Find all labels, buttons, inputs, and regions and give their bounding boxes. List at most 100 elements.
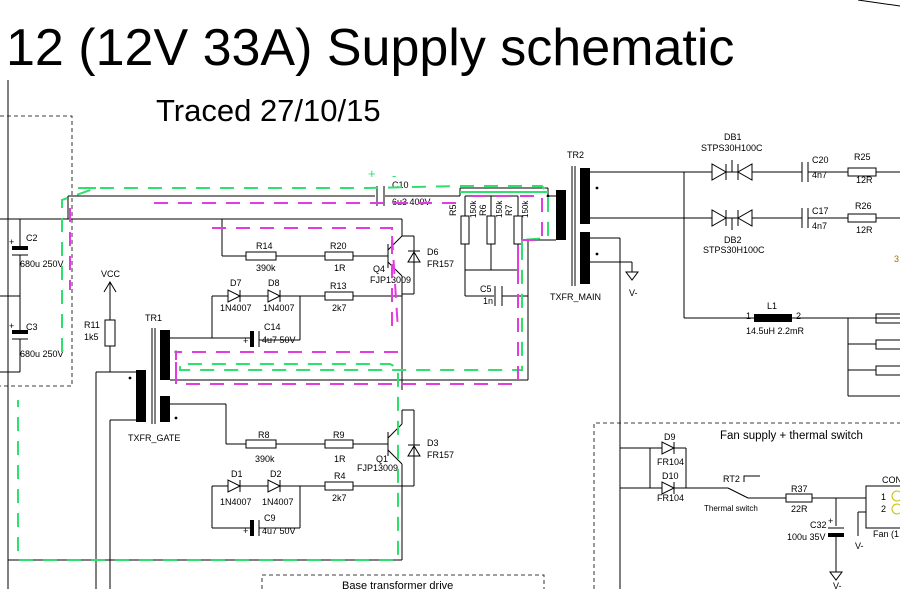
output-resistor-3 (875, 365, 900, 376)
connector-label: CON (882, 475, 900, 485)
capacitor-c14: + C14 4u7 50V (243, 322, 296, 347)
r11-value: 1k5 (84, 332, 99, 342)
transistor-q4: Q4 FJP13009 (370, 235, 411, 285)
thermal-switch-rt2: RT2 Thermal switch (704, 474, 760, 513)
c2-label: C2 (26, 233, 38, 243)
r14-value: 390k (256, 263, 276, 273)
fan-connector: CON 1 2 Fan (1 (865, 475, 900, 539)
r13-label: R13 (330, 281, 347, 291)
transformer-tr1: TR1 TXFR_GATE (128, 313, 180, 443)
c17-value: 4n7 (812, 221, 827, 231)
diode-bridge-db2: DB2 STPS30H100C (684, 209, 780, 255)
q1-value: FJP13009 (357, 463, 398, 473)
r26-label: R26 (855, 201, 872, 211)
capacitor-c9: + C9 4u7 50V (243, 513, 296, 536)
connector-pin1: 1 (881, 492, 886, 502)
d7-label: D7 (230, 278, 242, 288)
connector-pin2: 2 (881, 504, 886, 514)
diode-d10: D10 FR104 (650, 471, 684, 503)
r7-label: R7 (504, 204, 514, 216)
d7-value: 1N4007 (220, 303, 252, 313)
resistor-r37: R37 22R (785, 484, 813, 514)
transistor-q1: Q1 FJP13009 (357, 423, 403, 473)
resistor-r5: R5 150k (448, 200, 478, 245)
thermal-switch-label: Thermal switch (704, 504, 758, 513)
vcc-symbol: VCC (101, 269, 121, 320)
d3-label: D3 (427, 438, 439, 448)
c20-value: 4n7 (812, 170, 827, 180)
input-cap-box (0, 115, 73, 387)
d1-value: 1N4007 (220, 497, 252, 507)
d1-label: D1 (231, 469, 243, 479)
resistor-r9: R9 1R (324, 430, 354, 464)
d6-label: D6 (427, 247, 439, 257)
r7-value: 150k (521, 200, 530, 218)
tr1-label: TR1 (145, 313, 162, 323)
capacitor-c20: C20 4n7 (801, 155, 829, 182)
resistor-r20: R20 1R (324, 241, 354, 273)
resistor-r14: R14 390k (245, 241, 277, 273)
c32-value: 100u 35V (787, 532, 826, 542)
d8-label: D8 (268, 278, 280, 288)
c20-label: C20 (812, 155, 829, 165)
l1-pin1: 1 (746, 311, 751, 321)
l1-pin2: 2 (796, 311, 801, 321)
l1-label: L1 (767, 301, 777, 311)
base-drive-box (261, 574, 545, 589)
diode-d9: D9 FR104 (650, 432, 684, 467)
diode-d1: D1 1N4007 (220, 469, 252, 507)
c14-plus: + (243, 336, 248, 346)
d3-value: FR157 (427, 450, 454, 460)
output-resistor-2 (875, 339, 900, 350)
q4-label: Q4 (373, 264, 385, 274)
r4-label: R4 (334, 471, 346, 481)
r4-value: 2k7 (332, 493, 347, 503)
current-flow-magenta (69, 195, 543, 385)
d2-label: D2 (270, 469, 282, 479)
db2-value: STPS30H100C (703, 245, 765, 255)
fan-label: Fan (1 (873, 529, 899, 539)
c9-plus: + (243, 526, 248, 536)
d9-label: D9 (664, 432, 676, 442)
diode-bridge-db1: DB1 STPS30H100C (684, 132, 780, 181)
output-resistor-1 (875, 313, 900, 324)
capacitor-c32: + C32 100u 35V (787, 516, 844, 542)
diode-d6: D6 FR157 (407, 236, 454, 294)
resistor-r26: R26 12R (847, 201, 877, 235)
r13-value: 2k7 (332, 303, 347, 313)
d6-value: FR157 (427, 259, 454, 269)
r14-label: R14 (256, 241, 273, 251)
r11-label: R11 (84, 320, 100, 330)
txfr-gate-label: TXFR_GATE (128, 433, 180, 443)
edge-number: 3 (894, 254, 899, 264)
resistor-r7: R7 150k (504, 200, 530, 245)
c5-label: C5 (480, 284, 492, 294)
transformer-tr2: TR2 TXFR_MAIN (546, 150, 601, 302)
c2-plus: + (9, 237, 14, 247)
r25-label: R25 (854, 152, 871, 162)
r9-label: R9 (333, 430, 345, 440)
c32-label: C32 (810, 520, 827, 530)
ground-vminus-tr2: V- (625, 262, 639, 298)
c5-value: 1n (483, 296, 493, 306)
page-subtitle: Traced 27/10/15 (156, 93, 381, 128)
diode-d3: D3 FR157 (407, 410, 454, 486)
resistor-r13: R13 2k7 (324, 281, 354, 313)
r37-label: R37 (791, 484, 808, 494)
r37-value: 22R (791, 504, 808, 514)
c3-value: 680u 250V (20, 349, 64, 359)
c3-label: C3 (26, 322, 38, 332)
r20-label: R20 (330, 241, 347, 251)
capacitor-c3: + C3 680u 250V (0, 321, 64, 373)
c10-label: C10 (392, 180, 409, 190)
c10-plus-sign: + (368, 166, 376, 181)
vminus-c32-label: V- (833, 581, 842, 589)
d9-value: FR104 (657, 457, 684, 467)
c9-label: C9 (264, 513, 276, 523)
tr2-label: TR2 (567, 150, 584, 160)
page-edge (857, 0, 900, 7)
capacitor-c2: + C2 680u 250V (0, 218, 68, 330)
rt2-label: RT2 (723, 474, 740, 484)
c32-plus: + (828, 516, 833, 526)
